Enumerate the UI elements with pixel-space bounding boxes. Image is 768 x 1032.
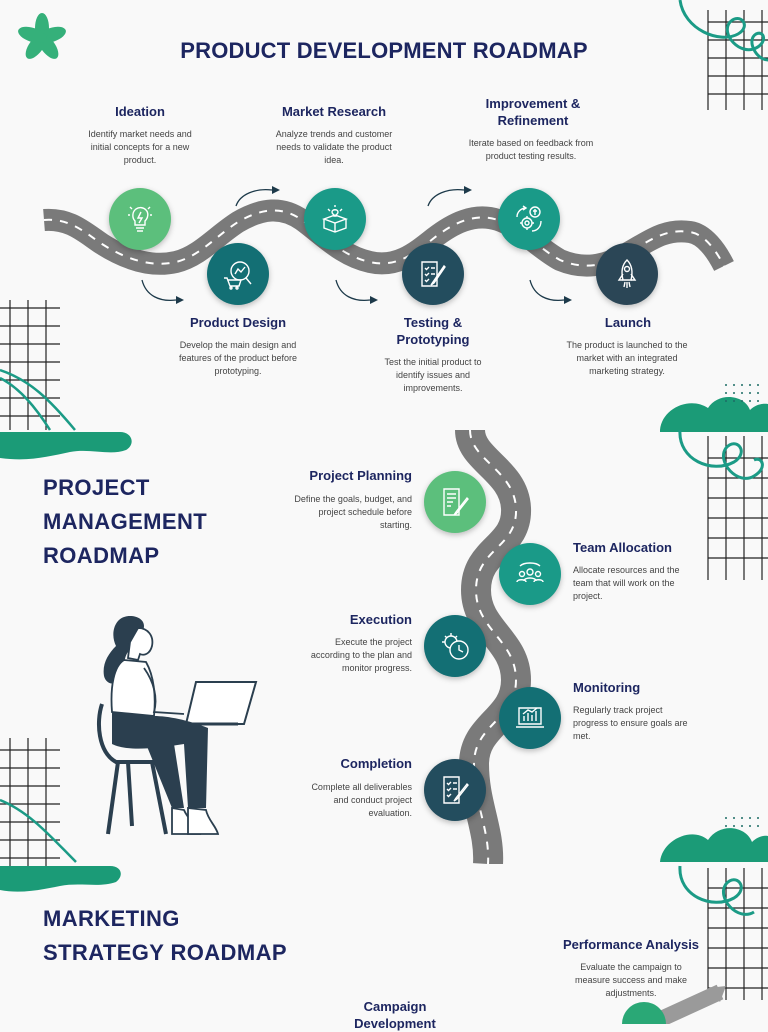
stage-ideation-title: Ideation [115,104,165,119]
stage-testing-node [402,243,464,305]
lightbulb-icon [128,206,152,232]
pm-monitoring-title: Monitoring [573,680,641,695]
circle-bottom-partial [622,1002,666,1024]
pm-completion-desc: Complete all deliverables and conduct pr… [311,782,412,818]
stage-market-research-node [304,188,366,250]
woman-laptop-illustration [96,616,258,835]
pm-team-allocation-title: Team Allocation [573,540,672,555]
marketing-title-line-1: MARKETING [43,906,180,931]
wave-left-mid [0,432,132,460]
pm-team-allocation-desc: Allocate resources and the team that wil… [573,565,680,601]
stage-launch-title: Launch [604,315,652,330]
team-icon [516,562,544,583]
grid-left-mid [0,300,60,430]
gear-cycle-icon [516,205,542,232]
pm-project-planning-node [424,471,486,533]
stage-launch-desc: The product is launched to the market wi… [566,340,688,376]
project-title-line-1: PROJECT [43,475,150,500]
box-idea-icon [321,205,349,233]
pm-project-planning-title: Project Planning [309,468,412,483]
pm-team-allocation-node [499,543,561,605]
grid-right-low [707,868,768,1000]
pm-execution-title: Execution [349,612,412,627]
project-section-title: PROJECT MANAGEMENT ROADMAP [43,471,283,573]
blob-right-low [660,828,768,862]
laptop-chart-icon [516,707,544,728]
page-title: PRODUCT DEVELOPMENT ROADMAP [180,38,588,63]
stage-ideation-node [109,188,171,250]
project-title-line-2: MANAGEMENT [43,509,208,534]
pm-monitoring-node [499,687,561,749]
stage-improvement-node [498,188,560,250]
pm-monitoring-desc: Regularly track project progress to ensu… [573,705,688,741]
mk-performance-analysis-title: Performance Analysis [562,937,700,952]
gear-clock-icon [442,633,469,660]
arrow-bottom [708,986,726,1002]
stage-improvement-desc: Iterate based on feedback from product t… [468,138,594,161]
rocket-icon [617,259,637,288]
stage-ideation-desc: Identify market needs and initial concep… [88,129,192,165]
arc-left-mid-2 [0,376,52,431]
mk-performance-analysis-desc: Evaluate the campaign to measure success… [574,962,688,998]
cart-chart-icon [224,261,252,290]
loop-right-low [678,865,755,916]
asterisk-icon [18,13,66,59]
stage-launch-node [596,243,658,305]
stage-improvement-title: Improvement & Refinement [485,96,581,128]
mk-campaign-development-title: Campaign Development [354,999,436,1031]
stage-product-design-node [207,243,269,305]
checklist-clipboard-icon [443,776,469,804]
loop-right-mid [678,429,764,480]
marketing-title-line-2: STRATEGY ROADMAP [43,940,287,965]
pm-execution-desc: Execute the project according to the pla… [310,637,412,673]
pm-project-planning-desc: Define the goals, budget, and project sc… [294,494,412,530]
stage-market-research-desc: Analyze trends and customer needs to val… [275,129,393,165]
stage-product-design-title: Product Design [189,315,287,330]
dots-right-mid [725,384,759,402]
marketing-section-title: MARKETING STRATEGY ROADMAP [43,902,343,970]
stage-product-design-desc: Develop the main design and features of … [178,340,298,376]
pm-execution-node [424,615,486,677]
dots-right-low [725,817,759,827]
stage-market-research-title: Market Research [281,104,387,119]
project-title-line-3: ROADMAP [43,543,160,568]
checklist-pen-icon [421,261,446,287]
arc-left-mid [0,368,76,431]
stage-testing-title: Testing & Prototyping [396,315,470,347]
loop-top-right [678,0,768,62]
stage-testing-desc: Test the initial product to identify iss… [384,357,482,393]
document-pen-icon [443,488,469,516]
pm-completion-title: Completion [340,756,413,771]
wave-left-low [0,866,121,892]
blob-right-mid [660,396,768,432]
arc-left-low [0,798,77,863]
pm-completion-node [424,759,486,821]
